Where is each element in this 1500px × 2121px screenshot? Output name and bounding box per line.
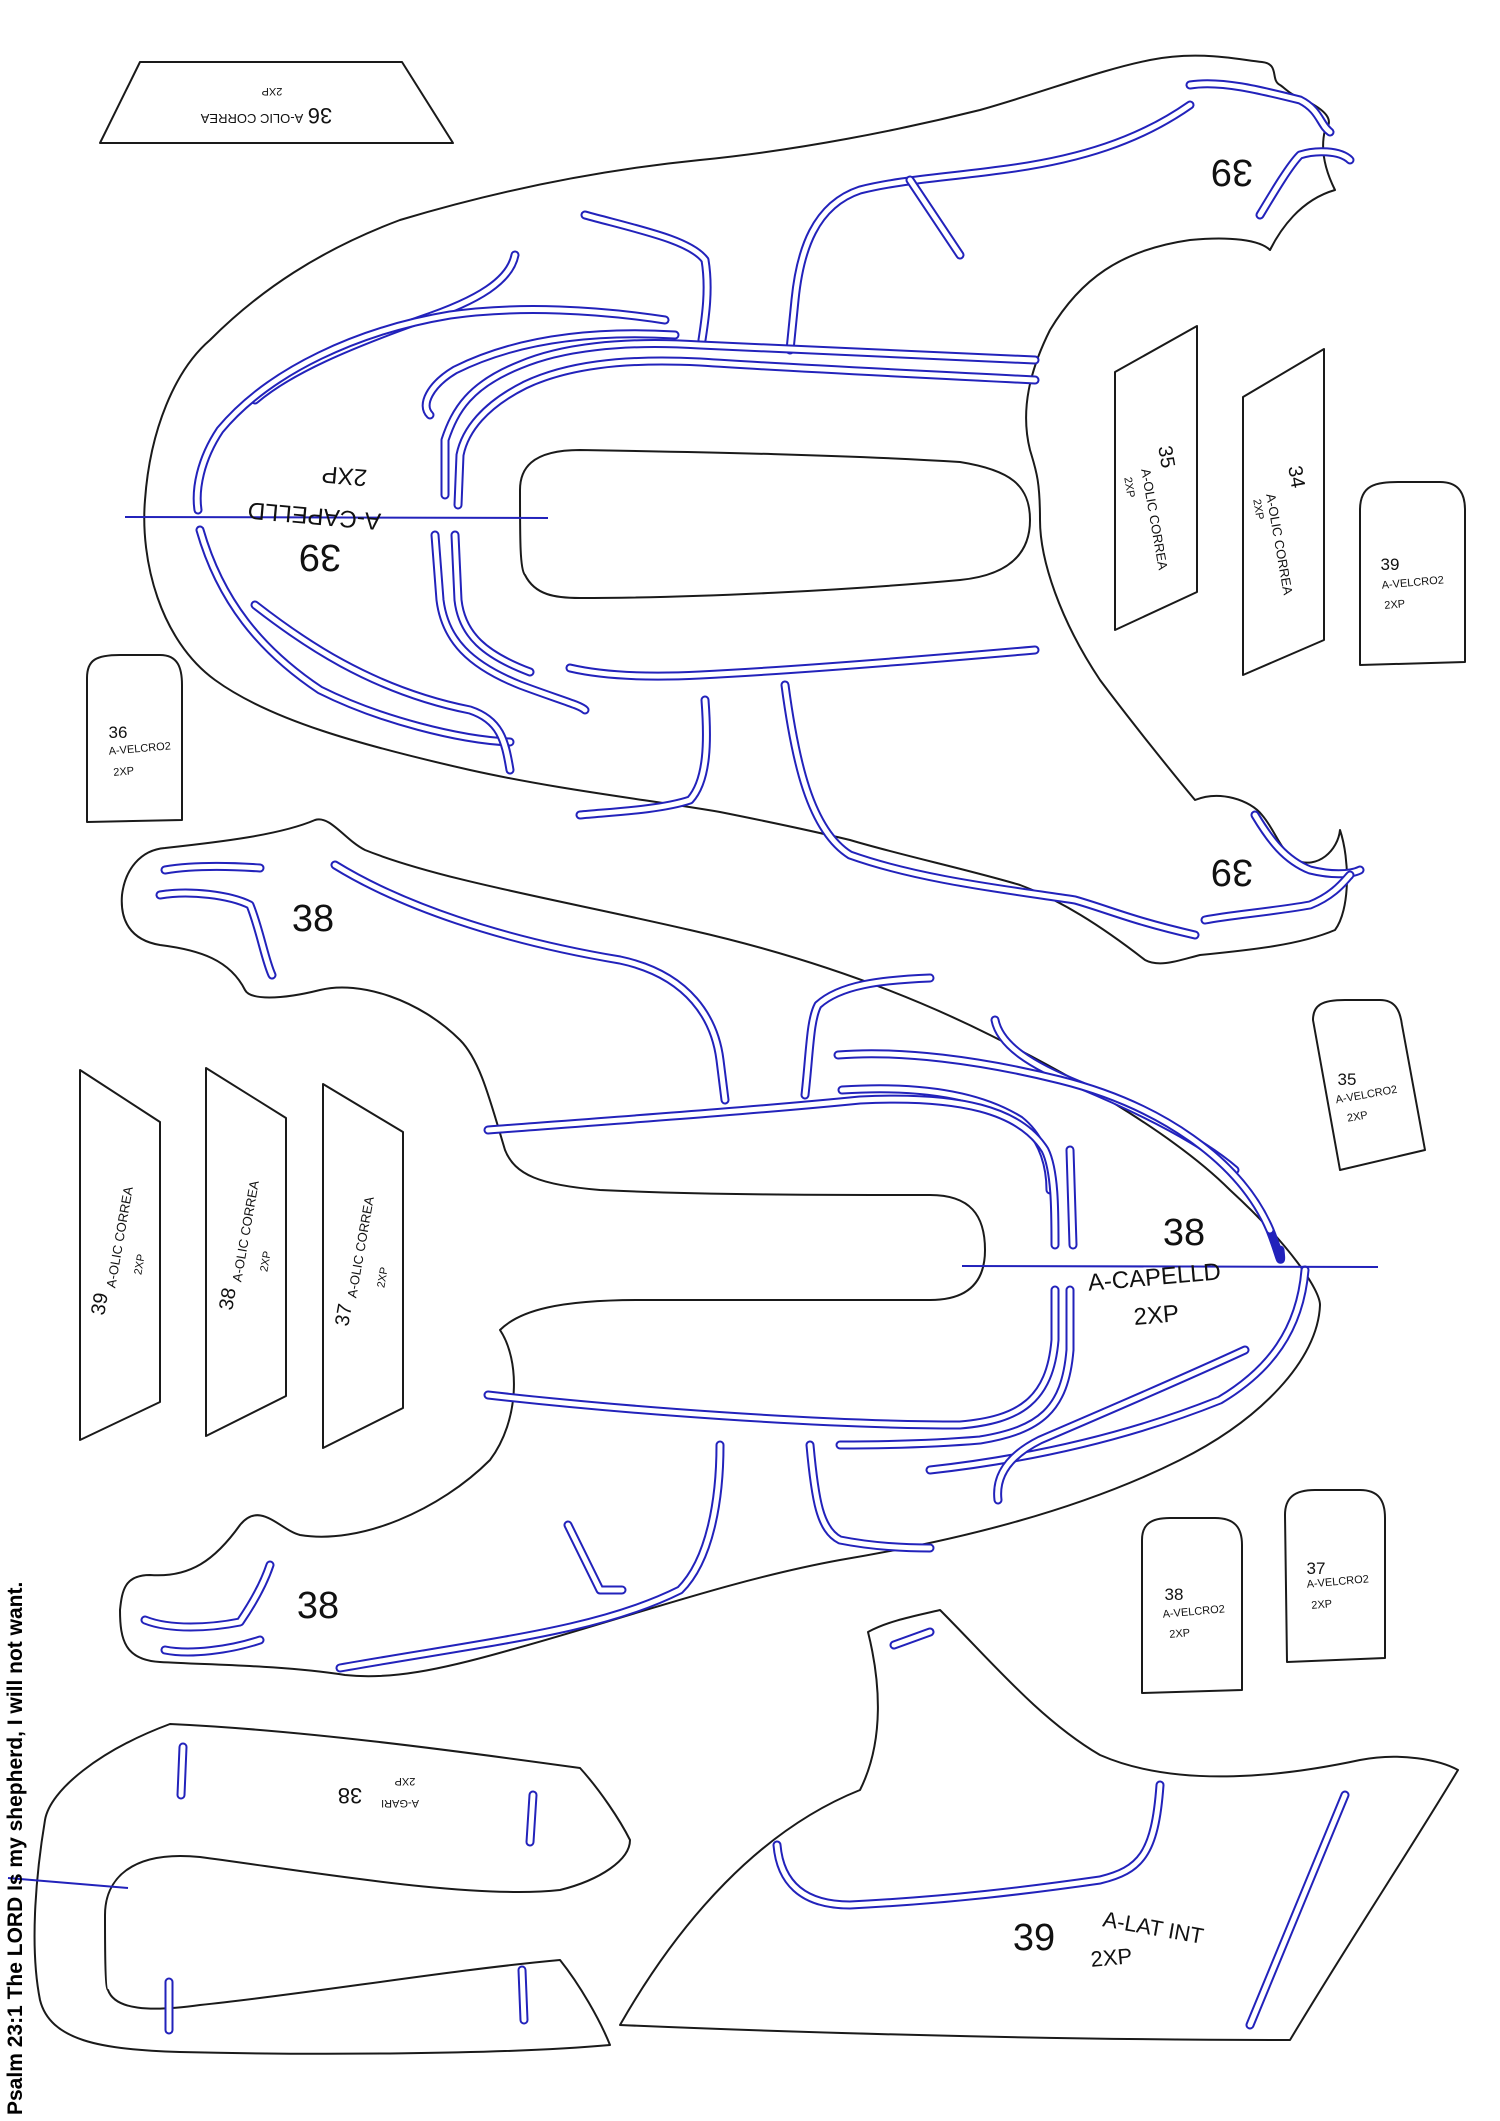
strap-35-qty: 2XP: [1121, 476, 1136, 499]
velcro-36-qty: 2XP: [113, 765, 135, 779]
strap-37-qty: 2XP: [375, 1266, 390, 1289]
strap-39-number: 39: [87, 1291, 113, 1317]
upper-38-name: A-CAPELLD: [1087, 1258, 1222, 1297]
upper-39-outline: [143, 54, 1348, 965]
lat-int-slots: [772, 1627, 1350, 2030]
velcro-36-name: A-VELCRO2: [108, 740, 171, 757]
velcro-37: 37 A-VELCRO2 2XP: [1284, 1489, 1386, 1663]
upper-38-outline: [119, 818, 1321, 1678]
gari-name: A-GARI: [381, 1797, 419, 1809]
strap-36-qty: 2XP: [262, 85, 283, 97]
velcro-39: 39 A-VELCRO2 2XP: [1359, 481, 1466, 666]
strap-39: 39 A-OLIC CORREA 2XP: [79, 1069, 161, 1441]
strap-38: 38 A-OLIC CORREA 2XP: [205, 1067, 287, 1437]
velcro-36: 36 A-VELCRO2 2XP: [86, 654, 183, 823]
velcro-39-number: 39: [1381, 555, 1400, 574]
upper-39-slots: [192, 79, 1365, 940]
strap-38-qty: 2XP: [258, 1250, 273, 1273]
strap-38-number: 38: [215, 1286, 241, 1312]
lat-int-number: 39: [1013, 1917, 1055, 1959]
strap-34: 34 A-OLIC CORREA 2XP: [1242, 348, 1325, 676]
velcro-38-qty: 2XP: [1169, 1627, 1191, 1641]
lat-int-name: A-LAT INT: [1101, 1906, 1206, 1948]
upper-38-number: 38: [1163, 1212, 1205, 1254]
strap-36: 36 A-OLIC CORREA 2XP: [99, 61, 454, 144]
strap-35-number: 35: [1153, 444, 1179, 470]
velcro-35-qty: 2XP: [1346, 1109, 1369, 1124]
velcro-37-qty: 2XP: [1311, 1598, 1333, 1612]
upper-piece-39: 39 39 39 A-CAPELLD 2XP: [124, 54, 1365, 965]
strap-36-number: 36: [308, 103, 332, 128]
upper-39-heel-a-label: 39: [1211, 151, 1253, 193]
velcro-39-qty: 2XP: [1384, 598, 1406, 612]
velcro-35-number: 35: [1338, 1070, 1357, 1089]
velcro-39-name: A-VELCRO2: [1381, 574, 1444, 591]
upper-39-qty: 2XP: [321, 460, 369, 491]
velcro-38: 38 A-VELCRO2 2XP: [1141, 1517, 1243, 1694]
velcro-36-number: 36: [109, 723, 128, 742]
strap-36-name: A-OLIC CORREA: [200, 111, 303, 126]
velcro-38-number: 38: [1165, 1585, 1184, 1604]
gari-number: 38: [338, 1783, 362, 1808]
upper-39-name: A-CAPELLD: [247, 496, 382, 535]
strap-34-qty: 2XP: [1250, 498, 1265, 521]
strap-39-qty: 2XP: [132, 1253, 147, 1276]
upper-38-center-line: [961, 1265, 1379, 1268]
lat-int-outline: [619, 1609, 1459, 2041]
strap-34-number: 34: [1283, 464, 1309, 490]
velcro-38-name: A-VELCRO2: [1162, 1603, 1225, 1620]
upper-39-number: 39: [299, 536, 341, 578]
upper-39-heel-b-label: 39: [1211, 851, 1253, 893]
gari-guide-line: [7, 1877, 129, 1889]
velcro-37-number: 37: [1307, 1559, 1326, 1578]
strap-37: 37 A-OLIC CORREA 2XP: [322, 1083, 404, 1449]
lat-int-qty: 2XP: [1090, 1943, 1134, 1972]
gari-piece: 38 A-GARI 2XP: [7, 1723, 631, 2055]
lat-int-piece: 39 A-LAT INT 2XP: [619, 1609, 1459, 2041]
velcro-35: 35 A-VELCRO2 2XP: [1312, 999, 1426, 1171]
gari-slots: [164, 1742, 538, 2035]
upper-38-qty: 2XP: [1133, 1300, 1181, 1331]
gari-outline: [33, 1723, 631, 2055]
velcro-37-name: A-VELCRO2: [1306, 1573, 1369, 1590]
gari-qty: 2XP: [395, 1775, 416, 1787]
upper-39-center-line: [124, 516, 549, 519]
upper-38-heel-a-label: 38: [292, 898, 334, 940]
upper-38-slots: [140, 860, 1310, 1673]
strap-37-number: 37: [331, 1302, 357, 1328]
verse-caption: Psalm 23:1 The LORD Is my shepherd, I wi…: [4, 1582, 27, 2115]
upper-38-heel-b-label: 38: [297, 1585, 339, 1627]
strap-35: 35 A-OLIC CORREA 2XP: [1114, 325, 1198, 631]
